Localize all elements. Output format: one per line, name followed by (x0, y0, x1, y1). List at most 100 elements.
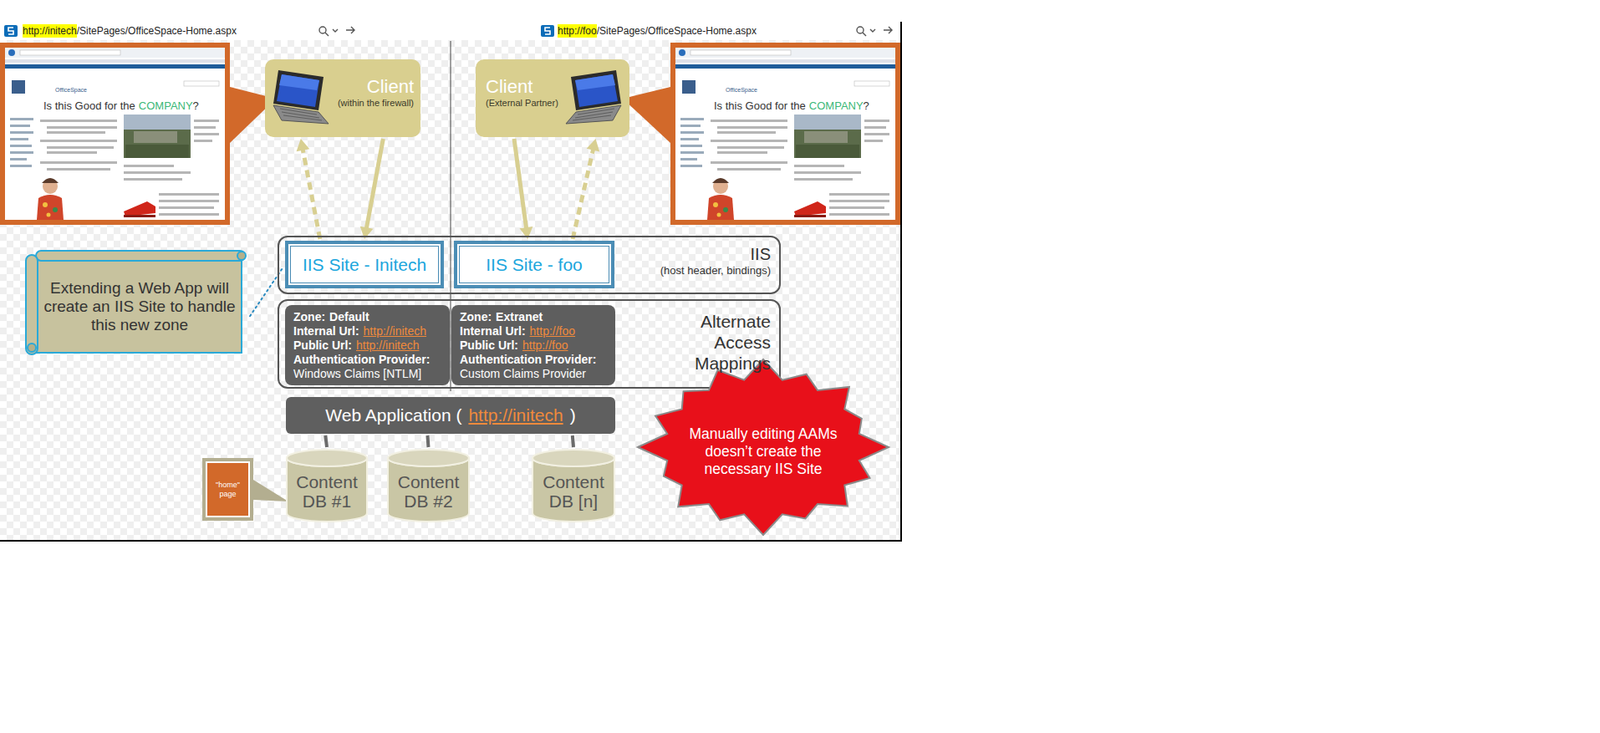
connector (360, 138, 384, 240)
zone-row: Internal Url:http://foo (459, 324, 607, 339)
app-name: ) (570, 405, 576, 426)
band-label: Alternate Access Mappings (645, 310, 771, 374)
connector (296, 138, 321, 240)
scroll-node: Extending a Web App will create an IIS S… (24, 248, 249, 357)
zone-key: Zone: (459, 310, 492, 324)
page-screenshot (0, 42, 230, 225)
connector (325, 435, 327, 448)
connector (427, 435, 429, 448)
client-node: Client(within the firewall) (264, 59, 421, 138)
zone-key: Public Url: (293, 338, 352, 352)
db-node: Content DB #2 (387, 448, 470, 523)
label-group: OfficeSpace (725, 86, 758, 94)
page-text: ? (193, 99, 199, 113)
zone-row: Zone:Default (293, 310, 442, 325)
home-node: "home" page (202, 458, 254, 521)
connector-line (325, 435, 327, 448)
app-name: Web Application ( (325, 405, 462, 426)
laptop-icon (266, 65, 332, 133)
zone-row: Custom Claims Provider (459, 366, 607, 382)
screenshot-pointer (622, 86, 671, 143)
zone-node: Zone:DefaultInternal Url:http://initechP… (285, 305, 450, 386)
zone-value: Custom Claims Provider (459, 366, 586, 381)
connector (514, 138, 533, 240)
app-url: http://initech (468, 405, 563, 426)
iis-node: IIS Site - foo (453, 240, 615, 289)
zone-name: Default (329, 310, 369, 324)
db-text: Content DB [n] (533, 467, 614, 516)
site-name: IIS Site - foo (485, 254, 583, 276)
client-label: Client(External Partner) (485, 76, 559, 110)
page-text: COMPANY (138, 99, 194, 113)
page-note: "home" page (208, 480, 247, 500)
client-title: Client (337, 76, 414, 97)
frame-line (900, 21, 902, 542)
iis-node: IIS Site - Initech (285, 240, 444, 289)
page-text: OfficeSpace (725, 86, 758, 94)
zone-key: Zone: (293, 310, 326, 324)
connector-line (302, 148, 321, 240)
band-node: Alternate Access MappingsZone:DefaultInt… (277, 299, 781, 389)
scroll-text: Extending a Web App will create an IIS S… (42, 261, 237, 352)
client-title: Client (485, 76, 559, 97)
zone-node: Zone:ExtranetInternal Url:http://fooPubl… (451, 305, 616, 386)
page-text: Is this Good for the (43, 99, 136, 113)
connector (572, 435, 574, 448)
db-node: Content DB [n] (531, 448, 616, 523)
url-text: /SitePages/OfficeSpace-Home.aspx (76, 24, 237, 38)
zone-row: Public Url:http://foo (459, 338, 607, 353)
band-label: IIS(host header, bindings) (660, 244, 771, 278)
frame-line (0, 540, 902, 542)
page-text: Is this Good for the (713, 99, 806, 113)
connector-line (514, 138, 527, 230)
page-text: ? (863, 99, 870, 113)
url-text: http://initech (22, 24, 77, 38)
arrow-head (586, 138, 601, 152)
label-group: Is this Good for theCOMPANY? (713, 99, 870, 113)
db-name: Content DB #1 (287, 472, 367, 511)
zone-key: Authentication Provider: (459, 352, 597, 367)
label-group: Is this Good for theCOMPANY? (43, 99, 199, 113)
zone-key: Authentication Provider: (293, 352, 430, 367)
db-name: Content DB [n] (533, 472, 614, 511)
zone-row: Zone:Extranet (459, 310, 607, 325)
note-text: Extending a Web App will create an IIS S… (42, 279, 237, 335)
callout-pointer (253, 479, 289, 502)
star-node: Manually editing AAMs doesn’t create the… (635, 356, 892, 538)
url-text: /SitePages/OfficeSpace-Home.aspx (596, 24, 757, 38)
arrow-head (296, 138, 311, 152)
zone-url: http://foo (529, 324, 576, 338)
connector-line (572, 148, 594, 240)
db-text: Content DB #1 (287, 467, 367, 516)
label-group: http://initech/SitePages/OfficeSpace-Hom… (22, 24, 237, 38)
webapp-node: Web Application ( http://initech) (285, 397, 616, 434)
zone-value: Windows Claims [NTLM] (293, 366, 422, 381)
zone-url: http://initech (363, 324, 428, 338)
star-text: Manually editing AAMs doesn’t create the… (681, 403, 846, 500)
connector-line (366, 138, 383, 230)
band-node: IIS(host header, bindings) IIS Site - Ini… (277, 235, 781, 295)
sharepoint-icon (4, 25, 555, 37)
zone-name: Extranet (495, 310, 543, 324)
zone-row: Public Url: http://initech (293, 338, 442, 353)
page-screenshot (670, 42, 901, 225)
client-node: Client(External Partner) (475, 59, 630, 138)
address-bar (537, 21, 902, 40)
zone-key: Public Url: (459, 338, 519, 352)
page-text: OfficeSpace (55, 86, 87, 94)
zone-row: Authentication Provider: (293, 352, 442, 367)
zone-url: http://initech (356, 338, 420, 352)
label-group: OfficeSpace (55, 86, 87, 94)
db-node: Content DB #1 (285, 448, 368, 523)
zone-row: Windows Claims [NTLM] (293, 366, 442, 382)
client-note: (External Partner) (485, 96, 559, 109)
layer-title: IIS (660, 244, 771, 265)
address-bar (0, 21, 362, 40)
zone-row: Internal Url:http://initech (293, 324, 442, 339)
site-name: IIS Site - Initech (302, 254, 427, 276)
zone-key: Internal Url: (293, 324, 360, 338)
zone-key: Internal Url: (459, 324, 526, 338)
layer-note: (host header, bindings) (660, 264, 771, 278)
